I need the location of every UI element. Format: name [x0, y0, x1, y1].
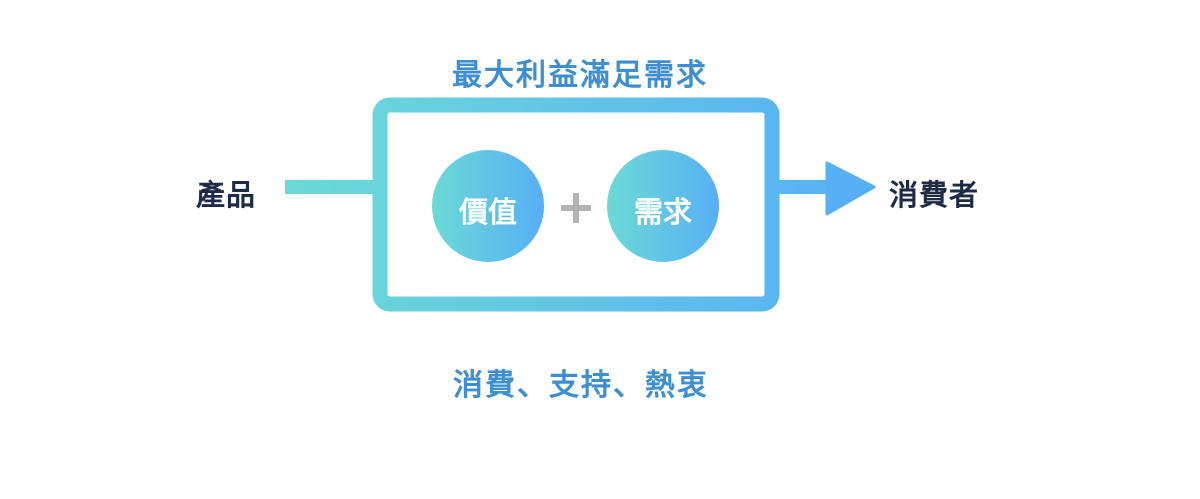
value-circle [432, 150, 544, 262]
demand-circle [607, 150, 719, 262]
output-label: 消費者 [889, 178, 980, 212]
value-circle-label: 價值 [458, 195, 517, 229]
output-line [772, 180, 832, 194]
input-line [285, 180, 381, 194]
diagram-title: 最大利益滿足需求 [452, 58, 708, 93]
demand-circle-label: 需求 [633, 195, 692, 229]
process-box [372, 97, 780, 312]
arrow-head-icon [825, 161, 876, 216]
input-label: 產品 [196, 178, 257, 212]
plus-icon-v [573, 193, 579, 223]
caption: 消費、支持、熱衷 [453, 368, 709, 403]
